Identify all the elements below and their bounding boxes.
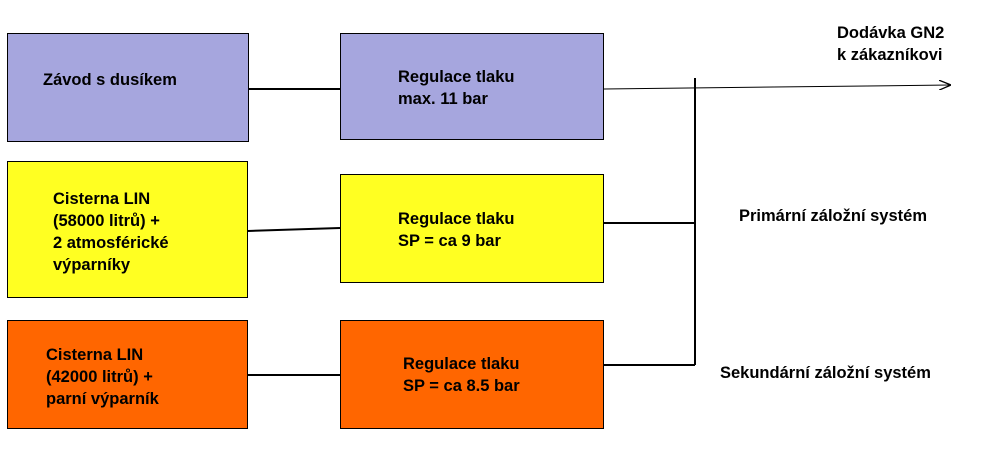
- primary-tank-line-4: výparníky: [53, 256, 131, 274]
- secondary-backup-system-label: Sekundární záložní systém: [720, 364, 931, 382]
- primary-backup-system-label: Primární záložní systém: [739, 207, 927, 225]
- nitrogen-plant-box: Závod s dusíkem: [7, 33, 249, 142]
- delivery-arrow-line: [603, 85, 950, 89]
- secondary-tank-line-1: Cisterna LIN: [46, 346, 144, 364]
- primary-lin-tank-box: Cisterna LIN (58000 litrů) + 2 atmosféri…: [7, 161, 248, 298]
- delivery-label-line-2: k zákazníkovi: [837, 46, 943, 64]
- connector-primary-tank-to-regulator: [247, 227, 341, 232]
- primary-pressure-regulator-box: Regulace tlaku SP = ca 9 bar: [340, 174, 604, 283]
- delivery-label-line-1: Dodávka GN2: [837, 24, 945, 42]
- main-regulator-line-2: max. 11 bar: [398, 90, 488, 108]
- main-regulator-line-1: Regulace tlaku: [398, 68, 515, 86]
- nitrogen-plant-line-1: Závod s dusíkem: [43, 71, 177, 89]
- primary-tank-line-1: Cisterna LIN: [53, 190, 151, 208]
- primary-regulator-line-1: Regulace tlaku: [398, 210, 515, 228]
- primary-tank-line-2: (58000 litrů) +: [53, 212, 160, 230]
- primary-tank-line-3: 2 atmosférické: [53, 234, 169, 252]
- secondary-regulator-line-1: Regulace tlaku: [403, 355, 520, 373]
- customer-delivery-label: Dodávka GN2 k zákazníkovi: [837, 22, 944, 66]
- secondary-tank-line-2: (42000 litrů) +: [46, 368, 153, 386]
- secondary-lin-tank-box: Cisterna LIN (42000 litrů) + parní výpar…: [7, 320, 248, 429]
- secondary-pressure-regulator-box: Regulace tlaku SP = ca 8.5 bar: [340, 320, 604, 429]
- primary-regulator-line-2: SP = ca 9 bar: [398, 232, 501, 250]
- main-pressure-regulator-box: Regulace tlaku max. 11 bar: [340, 33, 604, 140]
- secondary-tank-line-3: parní výparník: [46, 390, 159, 408]
- secondary-regulator-line-2: SP = ca 8.5 bar: [403, 377, 520, 395]
